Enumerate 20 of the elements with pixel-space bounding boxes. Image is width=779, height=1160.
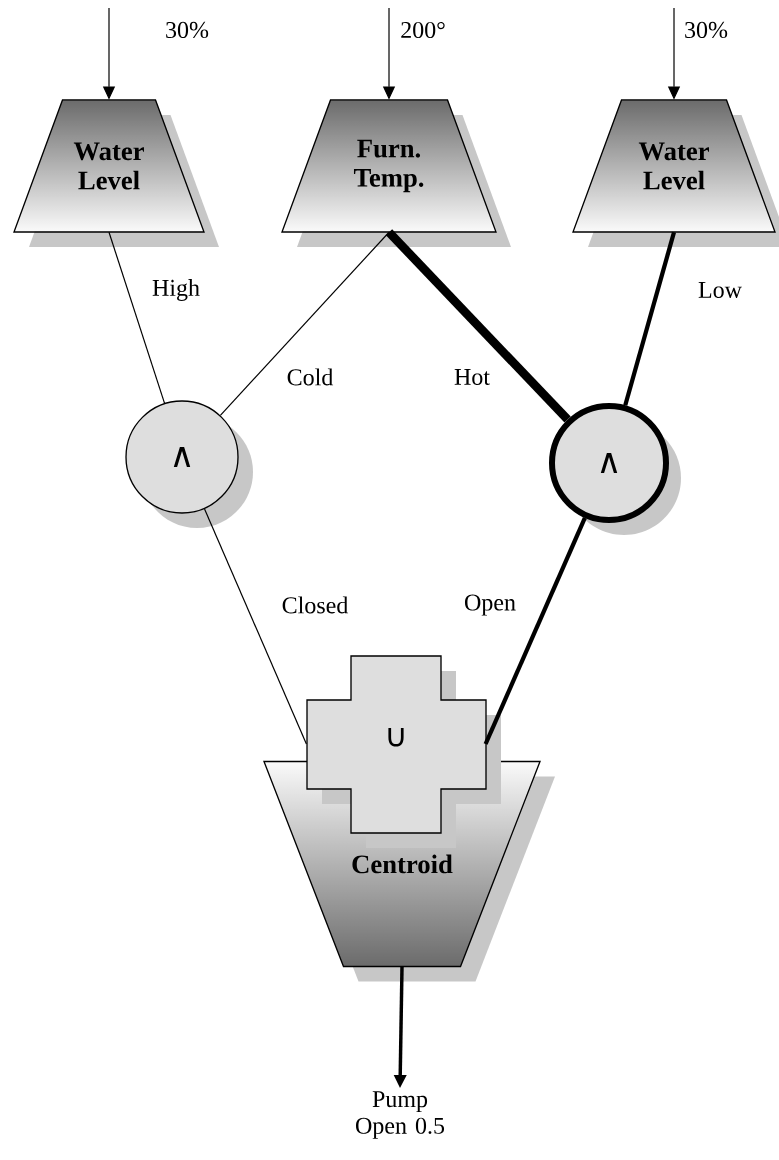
input-trapezoid: Furn. Temp. [281, 99, 511, 247]
edge-label: Low [696, 280, 744, 300]
connector [219, 231, 390, 416]
connector [623, 231, 677, 406]
edge-label: High [150, 277, 202, 303]
input-trapezoid: Water Level [572, 99, 779, 247]
edge-label: Closed [280, 595, 350, 615]
output-label: Pump Open 0.5 [356, 1091, 445, 1139]
edge-label: 30% [682, 20, 730, 40]
edge-label: 200° [398, 20, 448, 40]
connector [108, 231, 166, 404]
edge-label: Hot [452, 367, 492, 387]
input-trapezoid: Water Level [13, 99, 219, 247]
union-cross: ∪ [306, 655, 501, 848]
edge-label: Cold [285, 367, 335, 387]
connector [483, 517, 587, 745]
edge-label: 30% [163, 20, 211, 40]
edge-label: Open [462, 593, 518, 617]
connector [385, 229, 571, 423]
connector [203, 508, 307, 745]
